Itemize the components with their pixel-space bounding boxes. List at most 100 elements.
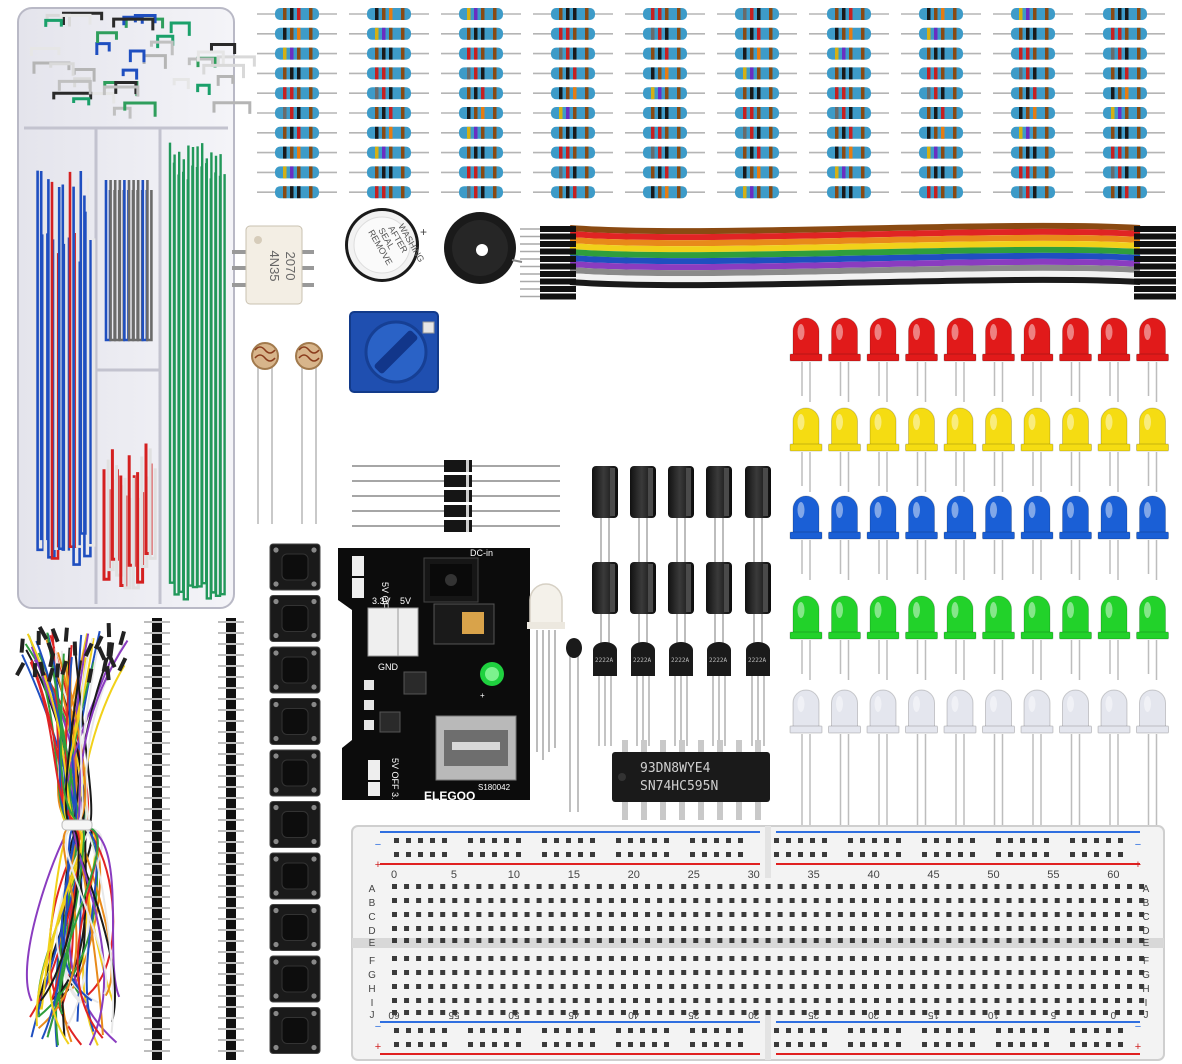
rail-polarity-mark: − [1135, 1021, 1141, 1033]
yellow-led [943, 407, 977, 492]
push-button [269, 904, 321, 951]
red-led [982, 317, 1015, 402]
capacitor-icon [592, 466, 771, 654]
yellow-led [828, 407, 861, 492]
column-number: 5 [1050, 1009, 1056, 1020]
column-number: 40 [628, 1009, 640, 1020]
passive-buzzer-icon [444, 212, 523, 284]
bottom-jumper-label: 5V OFF 3.3 [390, 758, 400, 805]
jumper-wire-bundle-icon [15, 623, 129, 1048]
yellow-led [1136, 407, 1169, 492]
push-button-icon [269, 543, 321, 1054]
green-led [1059, 595, 1092, 680]
push-button [269, 801, 321, 848]
ribbon-cable-icon [520, 222, 1176, 300]
rail-polarity-mark: + [1135, 859, 1141, 871]
column-number: 15 [568, 869, 580, 881]
white-led [905, 689, 938, 836]
transistor-marking: 2222A [748, 657, 766, 664]
column-number: 35 [688, 1009, 700, 1020]
row-label: A [369, 884, 376, 895]
yellow-led [905, 407, 938, 492]
led-icon [789, 317, 1169, 836]
row-label: C [1142, 912, 1149, 923]
column-number: 0 [391, 869, 397, 881]
yellow-led [1097, 407, 1131, 492]
column-number: 45 [568, 1009, 580, 1020]
row-label: G [1142, 970, 1150, 981]
blue-led [866, 495, 900, 580]
rail-polarity-mark: + [375, 1041, 381, 1053]
potentiometer-icon [349, 311, 439, 393]
row-label: E [1143, 938, 1150, 949]
svg-text:+: + [480, 691, 485, 700]
push-button [269, 955, 321, 1003]
blue-led [789, 495, 823, 580]
column-number: 0 [1110, 1009, 1116, 1020]
yellow-led [789, 407, 823, 492]
row-label: I [1145, 998, 1148, 1009]
column-number: 40 [867, 869, 879, 881]
column-number: 15 [928, 1009, 940, 1020]
column-number: 35 [808, 869, 820, 881]
column-number: 55 [1047, 869, 1059, 881]
column-number: 10 [508, 869, 520, 881]
white-led [789, 689, 823, 836]
white-led [1097, 689, 1131, 836]
transistor-marking: 2222A [671, 657, 689, 664]
optocoupler-part-number: 4N35 [267, 250, 282, 281]
white-led [943, 689, 977, 836]
yellow-led [866, 407, 900, 492]
thermistor-icon [566, 638, 582, 812]
v5-label: 5V [400, 596, 411, 606]
white-led [982, 689, 1015, 836]
photoresistor-icon [251, 342, 323, 524]
resistor-icon [257, 8, 1165, 199]
top-jumper-label: 5V OFF 3.3 [380, 582, 390, 629]
rgb-led-icon [527, 583, 565, 760]
push-button [269, 749, 321, 797]
row-label: B [1143, 898, 1150, 909]
green-led [828, 595, 861, 680]
push-button [269, 543, 321, 591]
pin-header-icon [144, 618, 244, 1060]
optocoupler-date-code: 2070 [283, 252, 298, 281]
column-number: 60 [1107, 869, 1119, 881]
wire-storage-box-icon [17, 7, 256, 609]
row-label: C [368, 912, 375, 923]
yellow-led [1059, 407, 1092, 492]
column-number: 60 [388, 1009, 400, 1020]
transistor-marking: 2222A [595, 657, 613, 664]
gnd-label: GND [378, 662, 399, 672]
red-led [828, 317, 861, 402]
brand-label: ELEGOO [424, 789, 475, 803]
diode-icon [352, 460, 560, 532]
blue-led [1059, 495, 1092, 580]
red-led [866, 317, 900, 402]
push-button [269, 698, 321, 745]
buzzer-icon: REMOVE SEAL AFTER WASHING + [345, 208, 427, 282]
rail-polarity-mark: − [1135, 839, 1141, 851]
blue-led [1136, 495, 1169, 580]
rail-polarity-mark: − [375, 839, 381, 851]
column-number: 30 [748, 1009, 760, 1020]
yellow-led [982, 407, 1015, 492]
optocoupler-icon: 4N35 2070 [232, 225, 314, 305]
green-led [1136, 595, 1169, 680]
white-led [1059, 689, 1092, 836]
column-number: 20 [868, 1009, 880, 1020]
column-number: 25 [808, 1009, 820, 1020]
red-led [1097, 317, 1131, 402]
yellow-led [1020, 407, 1054, 492]
red-led [1059, 317, 1092, 402]
rail-polarity-mark: + [1135, 1041, 1141, 1053]
red-led [789, 317, 823, 402]
red-led [1136, 317, 1169, 402]
row-label: B [369, 898, 376, 909]
column-number: 5 [451, 869, 457, 881]
column-number: 20 [628, 869, 640, 881]
column-number: 45 [927, 869, 939, 881]
row-label: D [1142, 926, 1149, 937]
blue-led [943, 495, 977, 580]
